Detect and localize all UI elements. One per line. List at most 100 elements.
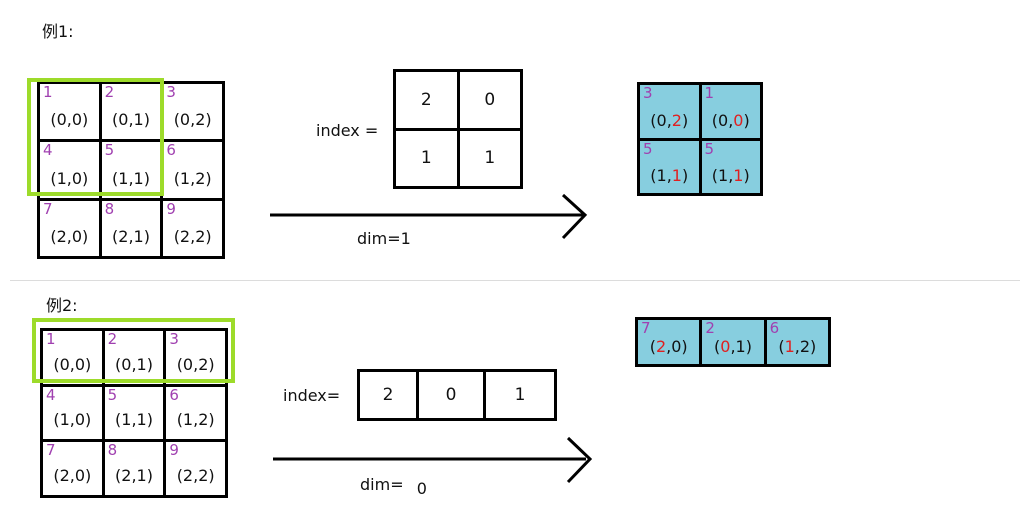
cell-number: 7 [46, 441, 56, 460]
coord-part: (0, [650, 110, 672, 130]
example1-title: 例1: [42, 22, 74, 41]
coord-part: ,1) [730, 337, 752, 356]
cell-coordinate: (1,2) [173, 168, 212, 188]
cell-coordinate: (2,0) [638, 337, 699, 356]
coord-part: ( [649, 337, 656, 356]
cell-number: 3 [643, 84, 653, 102]
cell-number: 6 [169, 385, 179, 404]
cell-coordinate: (0,0) [50, 110, 89, 130]
cell-number: 9 [166, 199, 176, 218]
coord-part: ) [681, 110, 689, 130]
cell-number: 6 [769, 319, 780, 337]
cell-coordinate: (2,1) [112, 226, 150, 246]
cell-coordinate: (0,0) [702, 111, 761, 130]
cell-coordinate: (0,2) [640, 111, 699, 130]
changed-index: 1 [733, 166, 744, 185]
cell-number: 1 [43, 83, 53, 101]
matrix-cell: 6 (1,2) [166, 385, 225, 440]
cell-coordinate: (1,2) [176, 410, 215, 430]
cell-coordinate: (1,0) [50, 168, 89, 188]
cell-number: 5 [107, 385, 118, 404]
changed-index: 0 [720, 337, 731, 356]
cell-number: 4 [46, 385, 56, 404]
cell-coordinate: (2,0) [50, 226, 89, 246]
ex1-source-matrix: 1(0,0)2(0,1)3(0,2)4(1,0)5(1,1)6(1,2)7(2,… [37, 81, 225, 259]
matrix-cell: 9 (2,2) [166, 442, 225, 495]
ex1-dim-label: dim=1 [357, 229, 411, 248]
cell-number: 7 [43, 199, 53, 218]
cell-number: 9 [169, 441, 179, 460]
cell-coordinate: (0,2) [176, 354, 215, 374]
cell-coordinate: (1,0) [53, 410, 92, 430]
result-cell: 3 (0,2) [640, 85, 699, 138]
changed-index: 0 [733, 110, 744, 130]
cell-coordinate: (1,1) [112, 168, 150, 188]
ex1-result-matrix: 3(0,2)1(0,0)5(1,1)5(1,1) [637, 82, 763, 196]
ex2-index-label: index= [283, 386, 341, 405]
matrix-cell: 9 (2,2) [163, 199, 222, 256]
cell-coordinate: (0,2) [173, 110, 212, 130]
index-value: 2 [396, 72, 457, 128]
cell-number: 5 [643, 139, 653, 158]
coord-part: ) [743, 166, 750, 185]
coord-part: ,2) [794, 337, 817, 356]
cell-number: 3 [169, 330, 179, 348]
index-value: 1 [396, 130, 457, 186]
coord-part: (1, [711, 166, 734, 185]
cell-coordinate: (1,1) [640, 166, 699, 185]
result-cell: 5 (1,1) [640, 139, 699, 193]
cell-number: 5 [704, 139, 715, 158]
changed-index: 2 [655, 337, 667, 356]
ex2-dim-label: dim= 0 [360, 475, 427, 498]
coord-part: ( [778, 337, 785, 356]
ex2-source-matrix: 1(0,0)2(0,1)3(0,2)4(1,0)5(1,1)6(1,2)7(2,… [40, 328, 228, 498]
cell-coordinate: (0,0) [53, 354, 92, 374]
coord-part: ( [714, 337, 721, 356]
index-value: 1 [459, 130, 520, 186]
matrix-cell: 7 (2,0) [40, 199, 99, 256]
coord-part: (1, [650, 166, 672, 185]
ex1-arrow [270, 193, 588, 240]
cell-number: 6 [166, 141, 176, 160]
cell-number: 2 [104, 83, 115, 101]
cell-number: 7 [641, 319, 651, 337]
result-cell: 1 (0,0) [701, 84, 761, 138]
coord-part: ,0) [666, 337, 688, 356]
matrix-cell: 3 (0,2) [166, 331, 225, 384]
matrix-cell: 5 (1,1) [104, 385, 164, 440]
cell-number: 2 [107, 330, 118, 348]
cell-number: 2 [705, 319, 715, 337]
ex2-dim-value: 0 [416, 479, 427, 498]
coord-part: (0, [711, 110, 734, 130]
cell-coordinate: (1,1) [702, 166, 761, 185]
cell-coordinate: (1,1) [115, 410, 153, 430]
cell-coordinate: (0,1) [702, 337, 763, 356]
matrix-cell: 8(2,1) [104, 442, 164, 495]
cell-number: 3 [166, 83, 176, 101]
index-value: 1 [486, 372, 554, 418]
cell-number: 8 [104, 199, 115, 218]
cell-number: 1 [46, 330, 56, 348]
ex2-dim-text: dim= [360, 475, 404, 494]
cell-coordinate: (2,1) [115, 466, 153, 485]
cell-coordinate: (2,2) [173, 226, 212, 246]
matrix-cell: 2(0,1) [104, 330, 164, 384]
result-cell: 7(2,0) [638, 319, 700, 364]
matrix-cell: 4 (1,0) [43, 385, 102, 440]
matrix-cell: 8 (2,1) [101, 199, 161, 256]
result-cell: 6(1,2) [766, 319, 828, 364]
ex2-arrow [273, 436, 593, 484]
cell-coordinate: (1,2) [767, 337, 828, 356]
matrix-cell: 1 (0,0) [40, 83, 99, 140]
changed-index: 2 [671, 110, 682, 130]
matrix-cell: 2(0,1) [101, 83, 161, 140]
ex1-index-label: index = [316, 121, 379, 140]
changed-index: 1 [671, 166, 682, 185]
cell-number: 1 [704, 84, 715, 102]
cell-coordinate: (2,2) [176, 466, 215, 485]
matrix-cell: 7(2,0) [43, 442, 102, 495]
section-divider [10, 280, 1020, 281]
matrix-cell: 6 (1,2) [163, 141, 222, 198]
coord-part: ) [681, 166, 689, 185]
